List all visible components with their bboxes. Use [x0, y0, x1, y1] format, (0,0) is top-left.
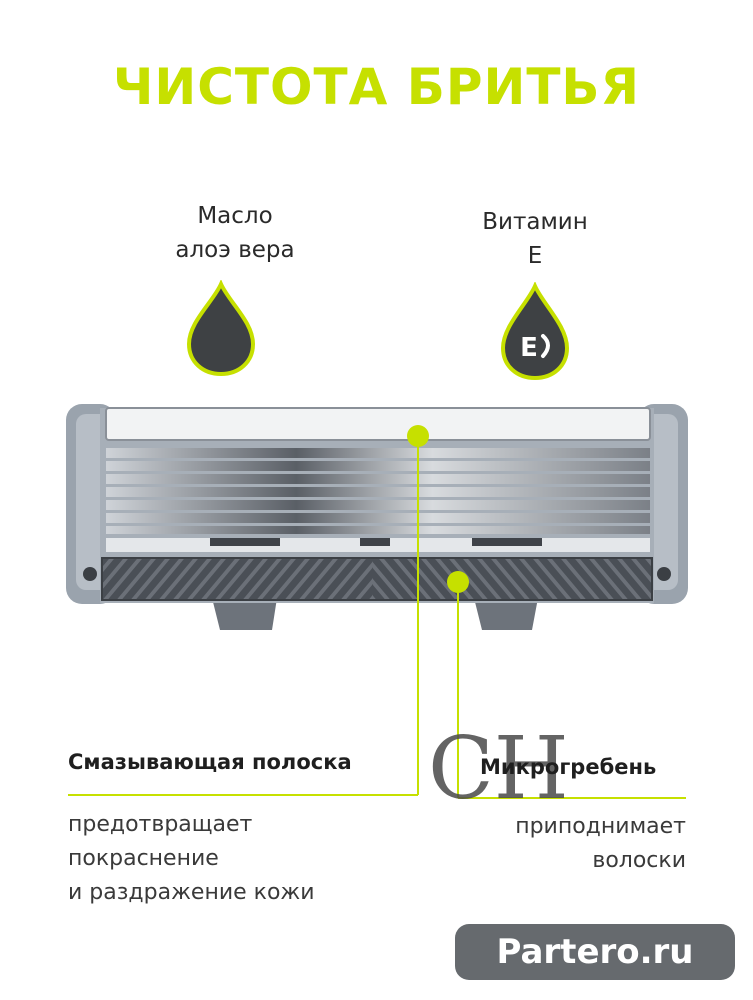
ingredient-vitamin-label: Витамин E [430, 205, 640, 273]
razor-cartridge-image [66, 404, 688, 630]
page-title: ЧИСТОТА БРИТЬЯ [112, 58, 641, 116]
ingredient-vitamin-line2: E [527, 243, 543, 269]
strip-desc-line: покраснение [68, 846, 219, 871]
strip-feature-title: Смазывающая полоска [68, 750, 352, 774]
ingredient-vitamin-line1: Витамин [482, 209, 588, 235]
aloe-drop-icon [186, 280, 256, 377]
ingredient-aloe-line2: алоэ вера [175, 237, 295, 263]
strip-callout-dot [407, 425, 429, 447]
ingredient-aloe-label: Масло алоэ вера [130, 199, 340, 267]
comb-desc-line: волоски [592, 848, 686, 873]
comb-feature-description: приподнимает волоски [440, 810, 686, 878]
ch-logo-mark: CH [428, 722, 569, 812]
comb-feature-title: Микрогребень [480, 755, 657, 779]
strip-desc-line: и раздражение кожи [68, 880, 315, 905]
ch-logo-text: CH [428, 722, 569, 812]
ingredient-aloe-line1: Масло [197, 203, 273, 229]
comb-desc-line: приподнимает [515, 814, 686, 839]
vitamin-e-drop-letter: E [520, 333, 538, 363]
partero-watermark: Partero.ru [455, 924, 735, 980]
vitamin-e-drop-icon: E [500, 282, 570, 381]
strip-feature-description: предотвращает покраснение и раздражение … [68, 808, 398, 910]
strip-desc-line: предотвращает [68, 812, 253, 837]
comb-callout-dot [447, 571, 469, 593]
